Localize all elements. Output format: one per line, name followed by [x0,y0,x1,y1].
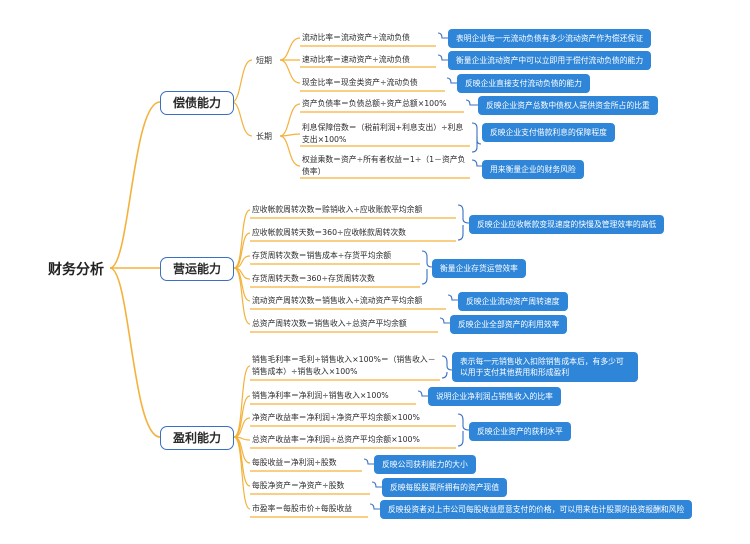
desc-pe: 反映投资者对上市公司每股收益愿意支付的价格，可以用来估计股票的投资报酬和风险 [380,500,693,519]
desc-interest-coverage: 反映企业支付借款利息的保障程度 [482,123,615,142]
formula-cash-ratio: 现金比率＝现金类资产÷流动负债 [302,78,418,87]
formula-pe: 市盈率＝每股市价÷每股收益 [252,504,353,513]
formula-ar-turnover-days: 应收帐款周转天数＝360÷应收帐款周转次数 [252,228,406,237]
desc-cash-ratio: 反映企业直接支付流动负债的能力 [457,74,590,93]
desc-eps: 反映公司获利能力的大小 [374,455,476,474]
desc-equity-multiplier: 用来衡量企业的财务风险 [482,160,584,179]
desc-current-ratio: 表明企业每一元流动负债有多少流动资产作为偿还保证 [448,29,652,48]
desc-total-asset: 反映企业全部资产的利用效率 [450,315,568,334]
category-operating[interactable]: 营运能力 [160,257,235,281]
formula-interest-coverage: 利息保障倍数＝（税前利润+利息支出）÷利息支出×100% [302,123,464,144]
category-profitability[interactable]: 盈利能力 [160,426,235,450]
formula-inventory-turnover-times: 存货周转次数＝销售成本÷存货平均余额 [252,251,392,260]
formula-total-asset-turnover: 总资产周转次数＝销售收入÷总资产平均余额 [252,319,407,328]
formula-debt-ratio: 资产负债率＝负债总额÷资产总额×100% [302,99,447,108]
formula-ar-turnover-times: 应收帐款周转次数＝赊销收入÷应收账款平均余额 [252,205,423,214]
formula-eps: 每股收益＝净利润÷股数 [252,458,337,467]
desc-current-asset: 反映企业流动资产周转速度 [458,292,568,311]
formula-roa: 总资产收益率＝净利润÷总资产平均余额×100% [252,435,420,444]
category-solvency[interactable]: 偿债能力 [160,91,235,115]
desc-return-on-assets: 反映企业资产的获利水平 [469,422,571,441]
formula-quick-ratio: 速动比率＝速动资产÷流动负债 [302,55,410,64]
desc-ar: 反映企业应收帐款变现速度的快慢及管理效率的高低 [469,215,665,234]
desc-net-margin: 说明企业净利润占销售收入的比率 [428,387,561,406]
formula-roe: 净资产收益率＝净利润÷净资产平均余额×100% [252,413,420,422]
formula-bvps: 每股净资产＝净资产÷股数 [252,481,345,490]
formula-gross-margin: 销售毛利率＝毛利÷销售收入×100%＝（销售收入－销售成本）÷销售收入×100% [252,355,436,376]
root-node: 财务分析 [48,262,104,278]
desc-gross-margin: 表示每一元销售收入扣除销售成本后，有多少可以用于支付其他费用和形成盈利 [452,352,638,382]
desc-inventory: 衡量企业存货运营效率 [432,259,526,278]
formula-current-asset-turnover: 流动资产周转次数＝销售收入÷流动资产平均余额 [252,296,423,305]
desc-bvps: 反映每股股票所拥有的资产现值 [382,478,508,497]
formula-equity-multiplier: 权益乘数＝资产÷所有者权益＝1÷（1－资产负债率） [302,155,466,176]
formula-current-ratio: 流动比率＝流动资产÷流动负债 [302,33,410,42]
subgroup-short-term: 短期 [256,56,272,65]
formula-net-margin: 销售净利率＝净利润÷销售收入×100% [252,391,389,400]
subgroup-long-term: 长期 [256,132,272,141]
formula-inventory-turnover-days: 存货周转天数＝360÷存货周转次数 [252,274,375,283]
desc-quick-ratio: 衡量企业流动资产中可以立即用于偿付流动负债的能力 [448,51,652,70]
desc-debt-ratio: 反映企业资产总数中债权人提供资金所占的比重 [478,96,658,115]
